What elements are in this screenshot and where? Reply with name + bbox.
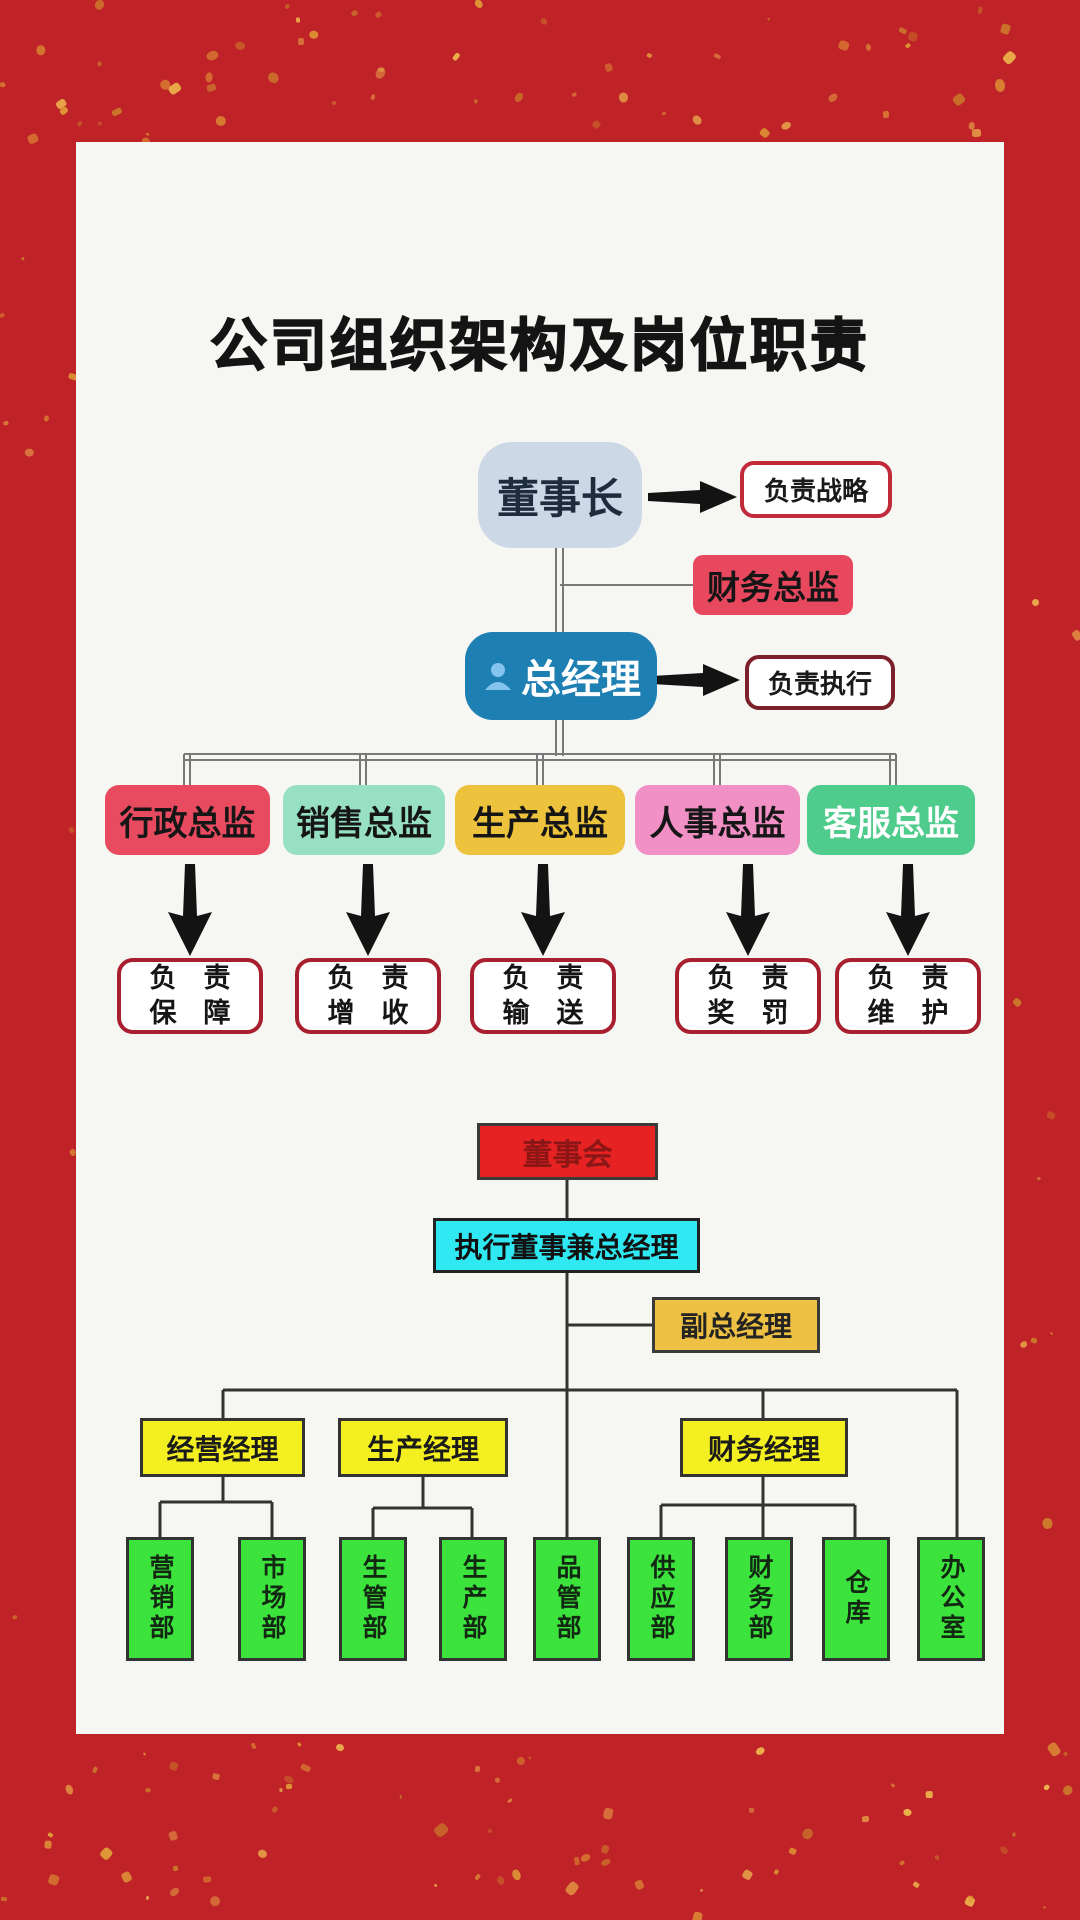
duty-label-1: 负 责保 障 [117,958,263,1034]
dept-node-8: 仓库 [822,1537,890,1661]
duty-label-2: 负 责增 收 [295,958,441,1034]
executive-director-node: 执行董事兼总经理 [433,1218,700,1273]
duty-line2: 奖 罚 [707,998,789,1028]
page-title: 公司组织架构及岗位职责 [209,313,870,379]
arrow-icons [168,481,930,956]
director-node-2: 销售总监 [283,785,445,855]
duty-line1: 负 责 [502,963,584,993]
deputy-gm-node: 副总经理 [652,1297,820,1353]
cfo-label: 财务总监 [707,569,839,606]
dept-node-3: 生管部 [339,1537,407,1661]
duty-line1: 负 责 [867,963,949,993]
manager-node-3: 财务经理 [680,1418,848,1477]
dept-node-4: 生产部 [439,1537,507,1661]
dept-node-1: 营销部 [126,1537,194,1661]
duty-label-4: 负 责奖 罚 [675,958,821,1034]
dept-node-6: 供应部 [627,1537,695,1661]
chairman-node: 董事长 [478,442,642,548]
director-node-4: 人事总监 [635,785,800,855]
general-manager-label: 总经理 [521,658,641,702]
duty-label-5: 负 责维 护 [835,958,981,1034]
duty-line1: 负 责 [707,963,789,993]
gm-duty-label: 负责执行 [767,669,872,699]
manager-node-2: 生产经理 [338,1418,508,1477]
dept-node-2: 市场部 [238,1537,306,1661]
chairman-duty-label: 负责战略 [763,476,868,506]
board-label: 董事会 [522,1138,613,1172]
duty-line2: 增 收 [327,998,409,1028]
duty-line2: 维 护 [867,998,949,1028]
chairman-label: 董事长 [496,474,623,522]
deputy-gm-label: 副总经理 [679,1311,792,1342]
chairman-duty-note: 负责战略 [740,461,892,518]
executive-director-label: 执行董事兼总经理 [454,1231,679,1263]
board-node: 董事会 [477,1123,658,1180]
gm-duty-note: 负责执行 [745,655,895,710]
duty-line2: 输 送 [502,998,584,1028]
dept-node-5: 品管部 [533,1537,601,1661]
manager-node-1: 经营经理 [140,1418,305,1477]
dept-node-7: 财务部 [725,1537,793,1661]
director-node-1: 行政总监 [105,785,270,855]
duty-line1: 负 责 [327,963,409,993]
general-manager-node: 总经理 [465,632,657,720]
cfo-node: 财务总监 [693,555,853,615]
director-node-3: 生产总监 [455,785,625,855]
duty-line1: 负 责 [149,963,231,993]
dept-node-9: 办公室 [917,1537,985,1661]
director-node-5: 客服总监 [807,785,975,855]
duty-label-3: 负 责输 送 [470,958,616,1034]
person-icon [481,659,515,693]
duty-line2: 保 障 [149,998,231,1028]
